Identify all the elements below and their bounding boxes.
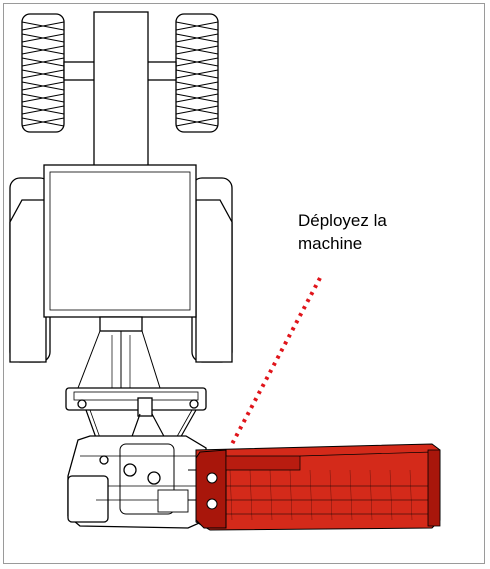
mower-headstock xyxy=(67,435,207,529)
mower-unit xyxy=(195,443,441,531)
three-point-linkage xyxy=(65,387,207,471)
tractor-cab xyxy=(43,164,197,318)
callout-line-2: machine xyxy=(298,234,363,253)
right-fender xyxy=(195,199,233,363)
rear-hitch xyxy=(99,316,143,332)
front-right-wheel xyxy=(175,13,219,133)
left-fender xyxy=(9,199,47,363)
callout-pointer xyxy=(230,277,322,445)
front-left-wheel xyxy=(21,13,65,133)
callout-label: Déployez la machine xyxy=(298,209,387,255)
tractor-hood xyxy=(93,11,149,173)
callout-line-1: Déployez la xyxy=(298,211,387,230)
